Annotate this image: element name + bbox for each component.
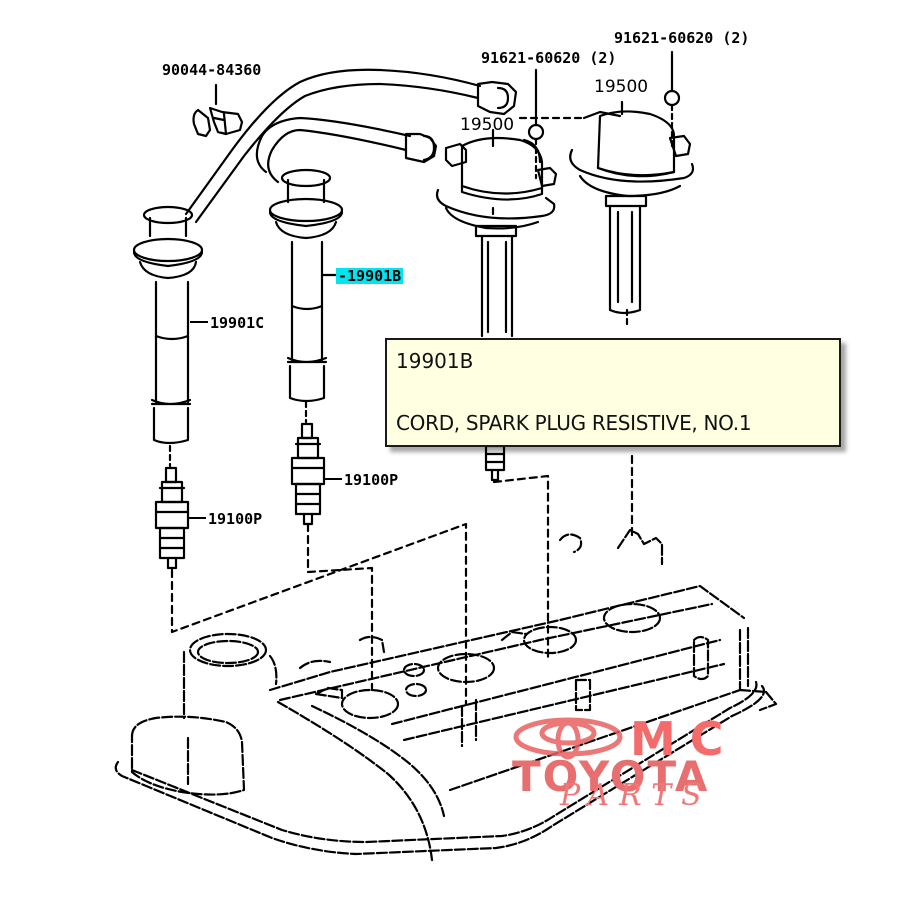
cylinder-head-cover[interactable] (114, 528, 778, 862)
label-coil-front[interactable]: 19500 (460, 115, 515, 135)
label-bolt-rear[interactable]: 91621-60620 (2) (614, 29, 750, 47)
label-spark-plug-middle[interactable]: 19100P (344, 471, 399, 489)
label-cord-b[interactable]: -19901B (336, 267, 404, 285)
ignition-coil-front[interactable] (435, 136, 558, 338)
spark-plug-left[interactable] (154, 444, 190, 570)
label-bolt-front[interactable]: 91621-60620 (2) (481, 49, 617, 67)
watermark-mc: MC (630, 712, 738, 766)
spark-plug-middle[interactable] (290, 400, 326, 526)
cord-c-boot[interactable] (132, 205, 204, 445)
watermark-parts: PARTS (560, 778, 712, 813)
toyota-logo-icon (513, 717, 623, 760)
cord-c-cable[interactable] (184, 68, 518, 224)
alignment-lines (170, 454, 634, 707)
label-coil-rear[interactable]: 19500 (594, 77, 649, 97)
label-cord-c[interactable]: 19901C (210, 314, 265, 332)
part-tooltip: 19901B CORD, SPARK PLUG RESISTIVE, NO.1 (385, 338, 841, 447)
clamp-part[interactable] (192, 83, 244, 138)
bolt-front[interactable] (527, 68, 545, 180)
watermark-toyota: TOYOTA (512, 752, 710, 801)
cord-b-boot[interactable] (268, 168, 344, 403)
bolt-rear[interactable] (663, 50, 681, 148)
label-spark-plug-left[interactable]: 19100P (208, 510, 263, 528)
spark-plug-right[interactable] (484, 444, 506, 482)
cord-b-cable[interactable] (255, 116, 438, 184)
tooltip-part-description: CORD, SPARK PLUG RESISTIVE, NO.1 (396, 411, 752, 435)
label-clamp[interactable]: 90044-84360 (162, 61, 262, 79)
ignition-coil-rear[interactable] (569, 110, 695, 330)
tooltip-part-code: 19901B (396, 349, 474, 373)
